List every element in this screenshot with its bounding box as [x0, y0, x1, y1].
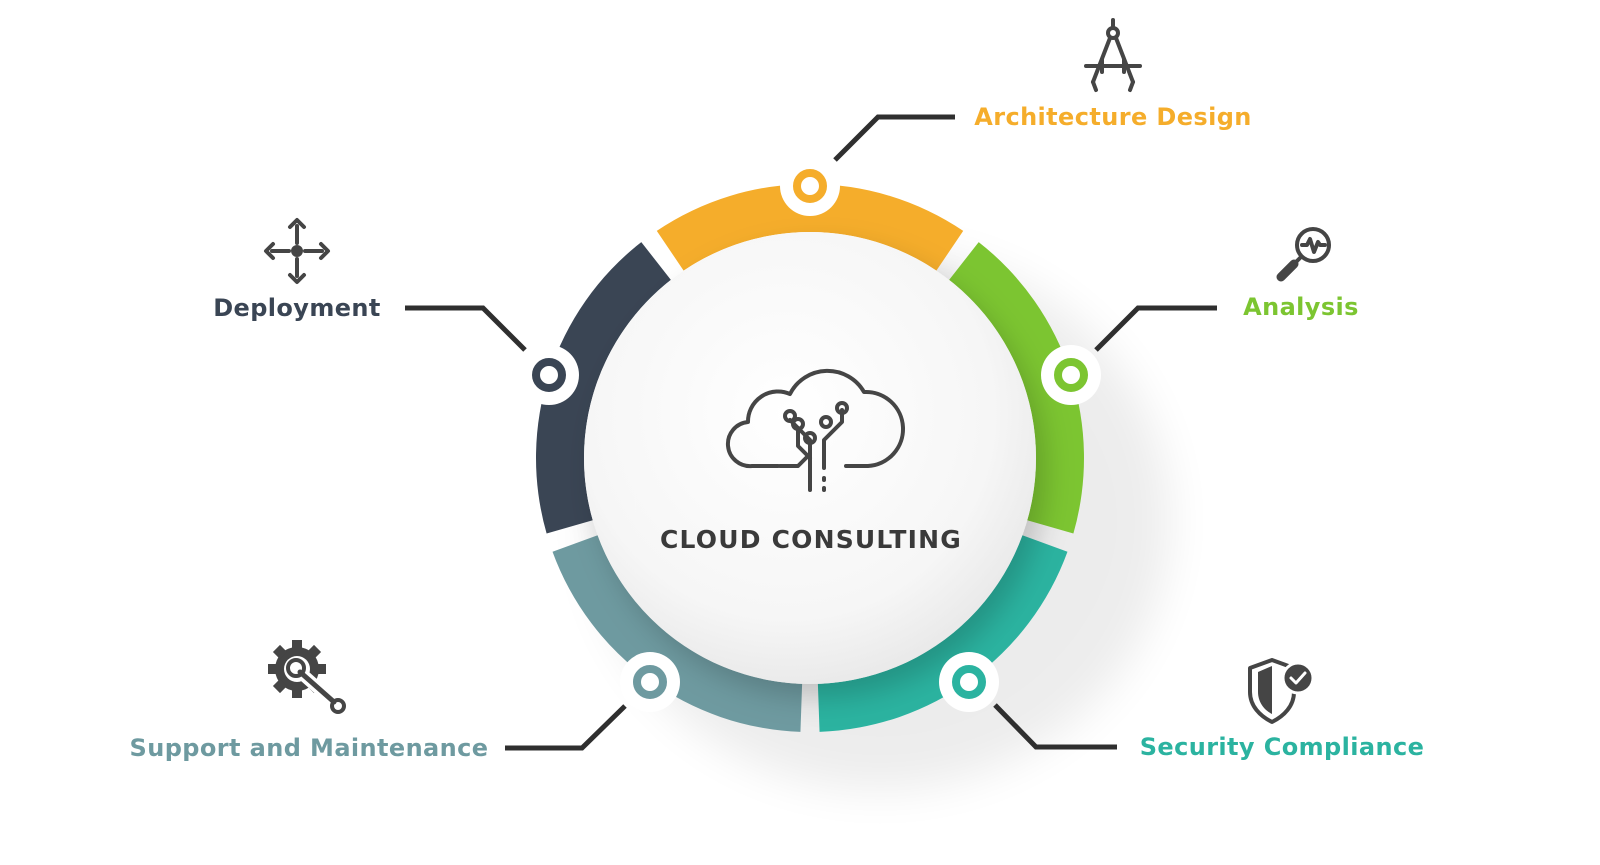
connector-analysis — [1094, 305, 1217, 352]
shield-check-icon — [1248, 658, 1315, 724]
label-analysis[interactable]: Analysis — [1243, 293, 1359, 321]
label-deployment[interactable]: Deployment — [213, 294, 381, 322]
connector-support — [505, 704, 627, 751]
segment-deployment[interactable] — [536, 242, 671, 534]
drafting-compass-icon — [1084, 18, 1142, 92]
marker-deployment[interactable] — [519, 345, 579, 405]
segment-support-and-maintenance[interactable] — [552, 535, 803, 732]
segment-security-compliance[interactable] — [817, 535, 1068, 732]
segment-analysis[interactable] — [949, 242, 1085, 534]
markers — [519, 156, 1101, 712]
cloud-circuit-icon — [725, 368, 906, 492]
connectors — [405, 114, 1217, 751]
four-arrows-icon — [264, 218, 330, 284]
marker-analysis[interactable] — [1041, 345, 1101, 405]
label-architecture-design[interactable]: Architecture Design — [974, 103, 1252, 131]
marker-support[interactable] — [620, 652, 680, 712]
label-security-compliance[interactable]: Security Compliance — [1140, 733, 1425, 761]
connector-architecture — [833, 114, 955, 162]
gear-wrench-icon — [268, 640, 346, 714]
marker-architecture[interactable] — [780, 156, 840, 216]
ring — [536, 184, 1085, 732]
center-title: CLOUD CONSULTING — [660, 525, 962, 554]
segment-architecture-design[interactable] — [656, 184, 964, 271]
marker-security[interactable] — [939, 652, 999, 712]
connector-security — [993, 703, 1117, 750]
magnifier-pulse-icon — [1276, 227, 1331, 282]
label-support-and-maintenance[interactable]: Support and Maintenance — [130, 734, 489, 762]
connector-deployment — [405, 305, 527, 352]
